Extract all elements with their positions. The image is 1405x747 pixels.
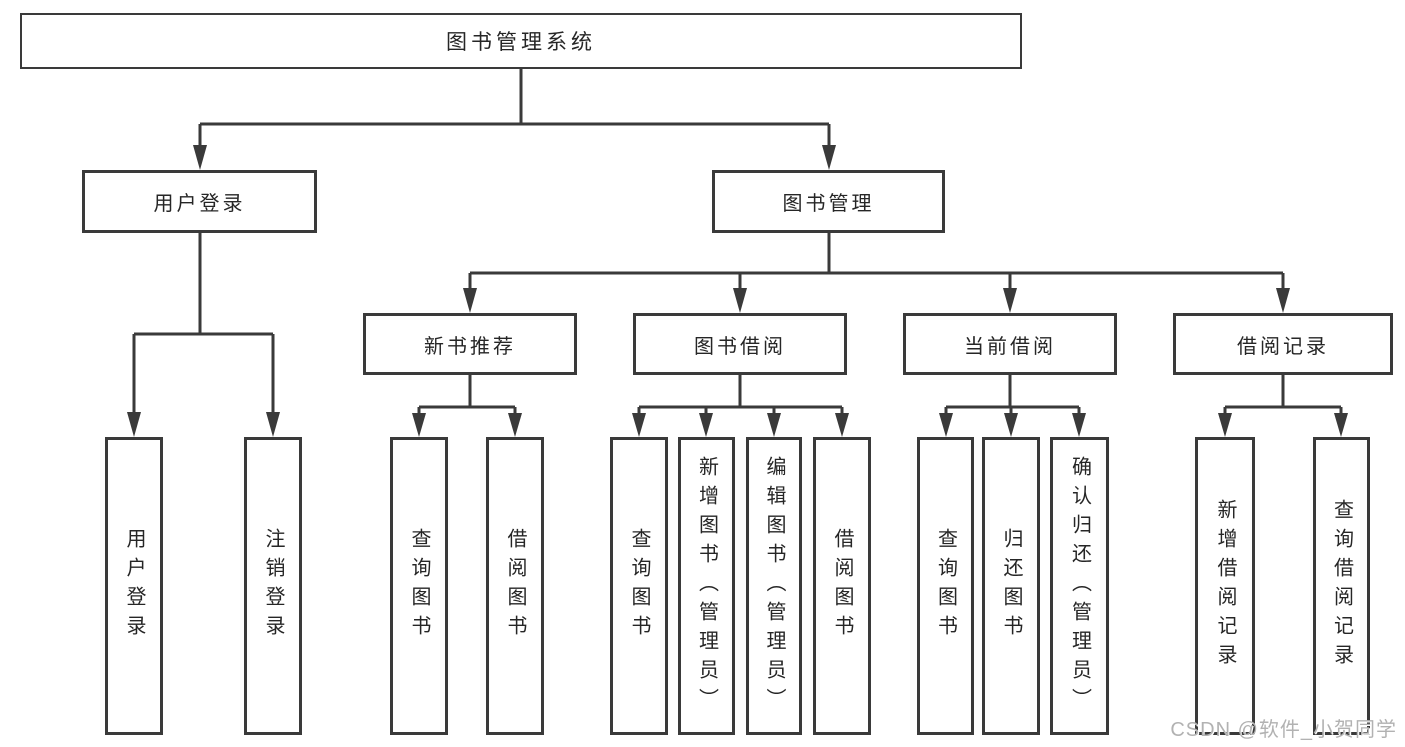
arrowhead-icon <box>822 145 836 170</box>
connector-new-book-children <box>417 375 517 419</box>
leaf-add-borrow-record: 新增借阅记录 <box>1195 437 1255 735</box>
node-label: 用户登录 <box>123 528 145 644</box>
node-label: 新增借阅记录 <box>1214 499 1236 673</box>
node-new-book-recommend: 新书推荐 <box>363 313 577 375</box>
node-label: 借阅记录 <box>1237 335 1329 358</box>
leaf-query-books-borrowing: 查询图书 <box>610 437 668 735</box>
arrowhead-icon <box>266 412 280 437</box>
node-borrowing-records: 借阅记录 <box>1173 313 1393 375</box>
connector-current-borrow-children <box>944 375 1081 419</box>
leaf-query-borrow-record: 查询借阅记录 <box>1313 437 1370 735</box>
node-library-system: 图书管理系统 <box>20 13 1022 69</box>
node-label: 用户登录 <box>153 193 246 215</box>
node-book-borrowing: 图书借阅 <box>633 313 847 375</box>
node-label: 图书借阅 <box>694 335 786 358</box>
leaf-borrow-books-recommend: 借阅图书 <box>486 437 544 735</box>
arrowhead-icon <box>193 145 207 170</box>
connector-line <box>132 233 275 417</box>
leaf-confirm-return-admin: 确认归还（管理员） <box>1050 437 1109 735</box>
leaf-add-books-admin: 新增图书（管理员） <box>678 437 735 735</box>
connector-line <box>1223 375 1343 419</box>
leaf-borrow-books: 借阅图书 <box>813 437 871 735</box>
connector-line <box>468 233 1285 293</box>
leaf-logout: 注销登录 <box>244 437 302 735</box>
node-label: 确认归还（管理员） <box>1068 455 1091 717</box>
node-label: 图书管理系统 <box>446 31 596 54</box>
node-label: 查询图书 <box>408 528 430 644</box>
leaf-query-books-current: 查询图书 <box>917 437 974 735</box>
arrowhead-icon <box>1218 413 1232 437</box>
csdn-watermark: CSDN @软件_小贺同学 <box>1170 719 1397 741</box>
node-label: 借阅图书 <box>504 528 526 644</box>
arrowhead-icon <box>699 413 713 437</box>
node-label: 图书管理 <box>782 193 875 215</box>
node-label: 归还图书 <box>1000 528 1022 644</box>
leaf-user-login: 用户登录 <box>105 437 163 735</box>
node-current-borrowing: 当前借阅 <box>903 313 1117 375</box>
connector-book-mgmt-children <box>468 233 1285 293</box>
leaf-edit-books-admin: 编辑图书（管理员） <box>746 437 802 735</box>
arrowhead-icon <box>939 413 953 437</box>
arrowhead-icon <box>412 413 426 437</box>
arrowhead-icon <box>508 413 522 437</box>
node-label: 查询图书 <box>934 528 957 644</box>
leaf-query-books-recommend: 查询图书 <box>390 437 448 735</box>
node-label: 查询借阅记录 <box>1330 499 1353 673</box>
connector-line <box>637 375 844 419</box>
node-label: 新书推荐 <box>424 335 516 358</box>
connector-borrow-record-children <box>1223 375 1343 419</box>
arrowhead-icon <box>1004 413 1018 437</box>
arrowhead-icon <box>1003 288 1017 313</box>
leaf-return-books: 归还图书 <box>982 437 1040 735</box>
arrowhead-icon <box>1276 288 1290 313</box>
connector-line <box>944 375 1081 419</box>
arrowhead-icon <box>632 413 646 437</box>
node-book-management: 图书管理 <box>712 170 945 233</box>
arrowhead-icon <box>767 413 781 437</box>
node-label: 注销登录 <box>262 528 284 644</box>
arrowhead-icon <box>835 413 849 437</box>
connector-root-to-level2 <box>198 69 831 150</box>
connector-book-borrow-children <box>637 375 844 419</box>
node-label: 编辑图书（管理员） <box>763 455 785 717</box>
connector-user-login-children <box>132 233 275 417</box>
arrowhead-icon <box>1334 413 1348 437</box>
arrowhead-icon <box>1072 413 1086 437</box>
node-label: 借阅图书 <box>831 528 853 644</box>
connector-line <box>198 69 831 150</box>
node-label: 查询图书 <box>628 528 650 644</box>
connector-line <box>417 375 517 419</box>
node-user-login: 用户登录 <box>82 170 317 233</box>
arrowhead-icon <box>733 288 747 313</box>
node-label: 当前借阅 <box>964 335 1056 358</box>
arrowhead-icon <box>127 412 141 437</box>
node-label: 新增图书（管理员） <box>695 455 718 717</box>
arrowhead-icon <box>463 288 477 313</box>
